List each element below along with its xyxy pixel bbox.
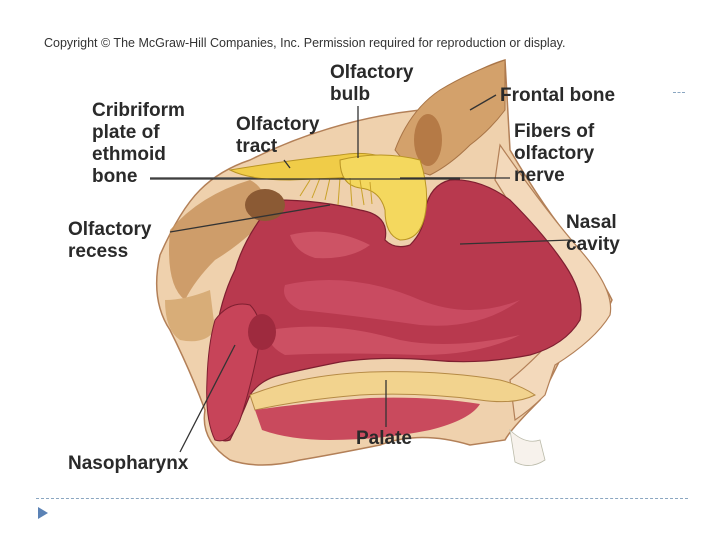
label-olfactory-recess: Olfactory recess — [68, 219, 151, 263]
label-olfactory-bulb: Olfactory bulb — [330, 62, 413, 106]
label-olfactory-bulb-line2: bulb — [330, 84, 413, 106]
label-cribriform-line3: ethmoid — [92, 144, 185, 166]
label-cribriform-plate: Cribriform plate of ethmoid bone — [92, 100, 185, 188]
label-frontal-bone: Frontal bone — [500, 85, 615, 107]
upper-lip-teeth — [510, 430, 545, 466]
label-fibers-olfactory-nerve: Fibers of olfactory nerve — [514, 121, 594, 187]
label-nasal-cavity-line1: Nasal — [566, 212, 620, 234]
label-olfactory-tract-line1: Olfactory — [236, 114, 319, 136]
label-fibers-line3: nerve — [514, 165, 594, 187]
label-cribriform-line2: plate of — [92, 122, 185, 144]
label-nasal-cavity: Nasal cavity — [566, 212, 620, 256]
label-olfactory-tract-line2: tract — [236, 136, 319, 158]
label-olfactory-bulb-line1: Olfactory — [330, 62, 413, 84]
footer-divider — [36, 498, 688, 499]
label-nasopharynx: Nasopharynx — [68, 453, 188, 475]
label-palate-line1: Palate — [356, 428, 412, 450]
label-nasal-cavity-line2: cavity — [566, 234, 620, 256]
label-fibers-line2: olfactory — [514, 143, 594, 165]
bullet-arrow-icon — [36, 506, 50, 520]
label-olfactory-recess-line2: recess — [68, 241, 151, 263]
label-nasopharynx-line1: Nasopharynx — [68, 453, 188, 475]
label-cribriform-line4: bone — [92, 166, 185, 188]
tubal-opening — [248, 314, 276, 350]
frontal-sinus — [414, 114, 442, 166]
label-olfactory-recess-line1: Olfactory — [68, 219, 151, 241]
slide-edge-tick — [673, 92, 685, 93]
label-frontal-bone-line1: Frontal bone — [500, 85, 615, 107]
label-cribriform-line1: Cribriform — [92, 100, 185, 122]
label-fibers-line1: Fibers of — [514, 121, 594, 143]
label-palate: Palate — [356, 428, 412, 450]
label-olfactory-tract: Olfactory tract — [236, 114, 319, 158]
